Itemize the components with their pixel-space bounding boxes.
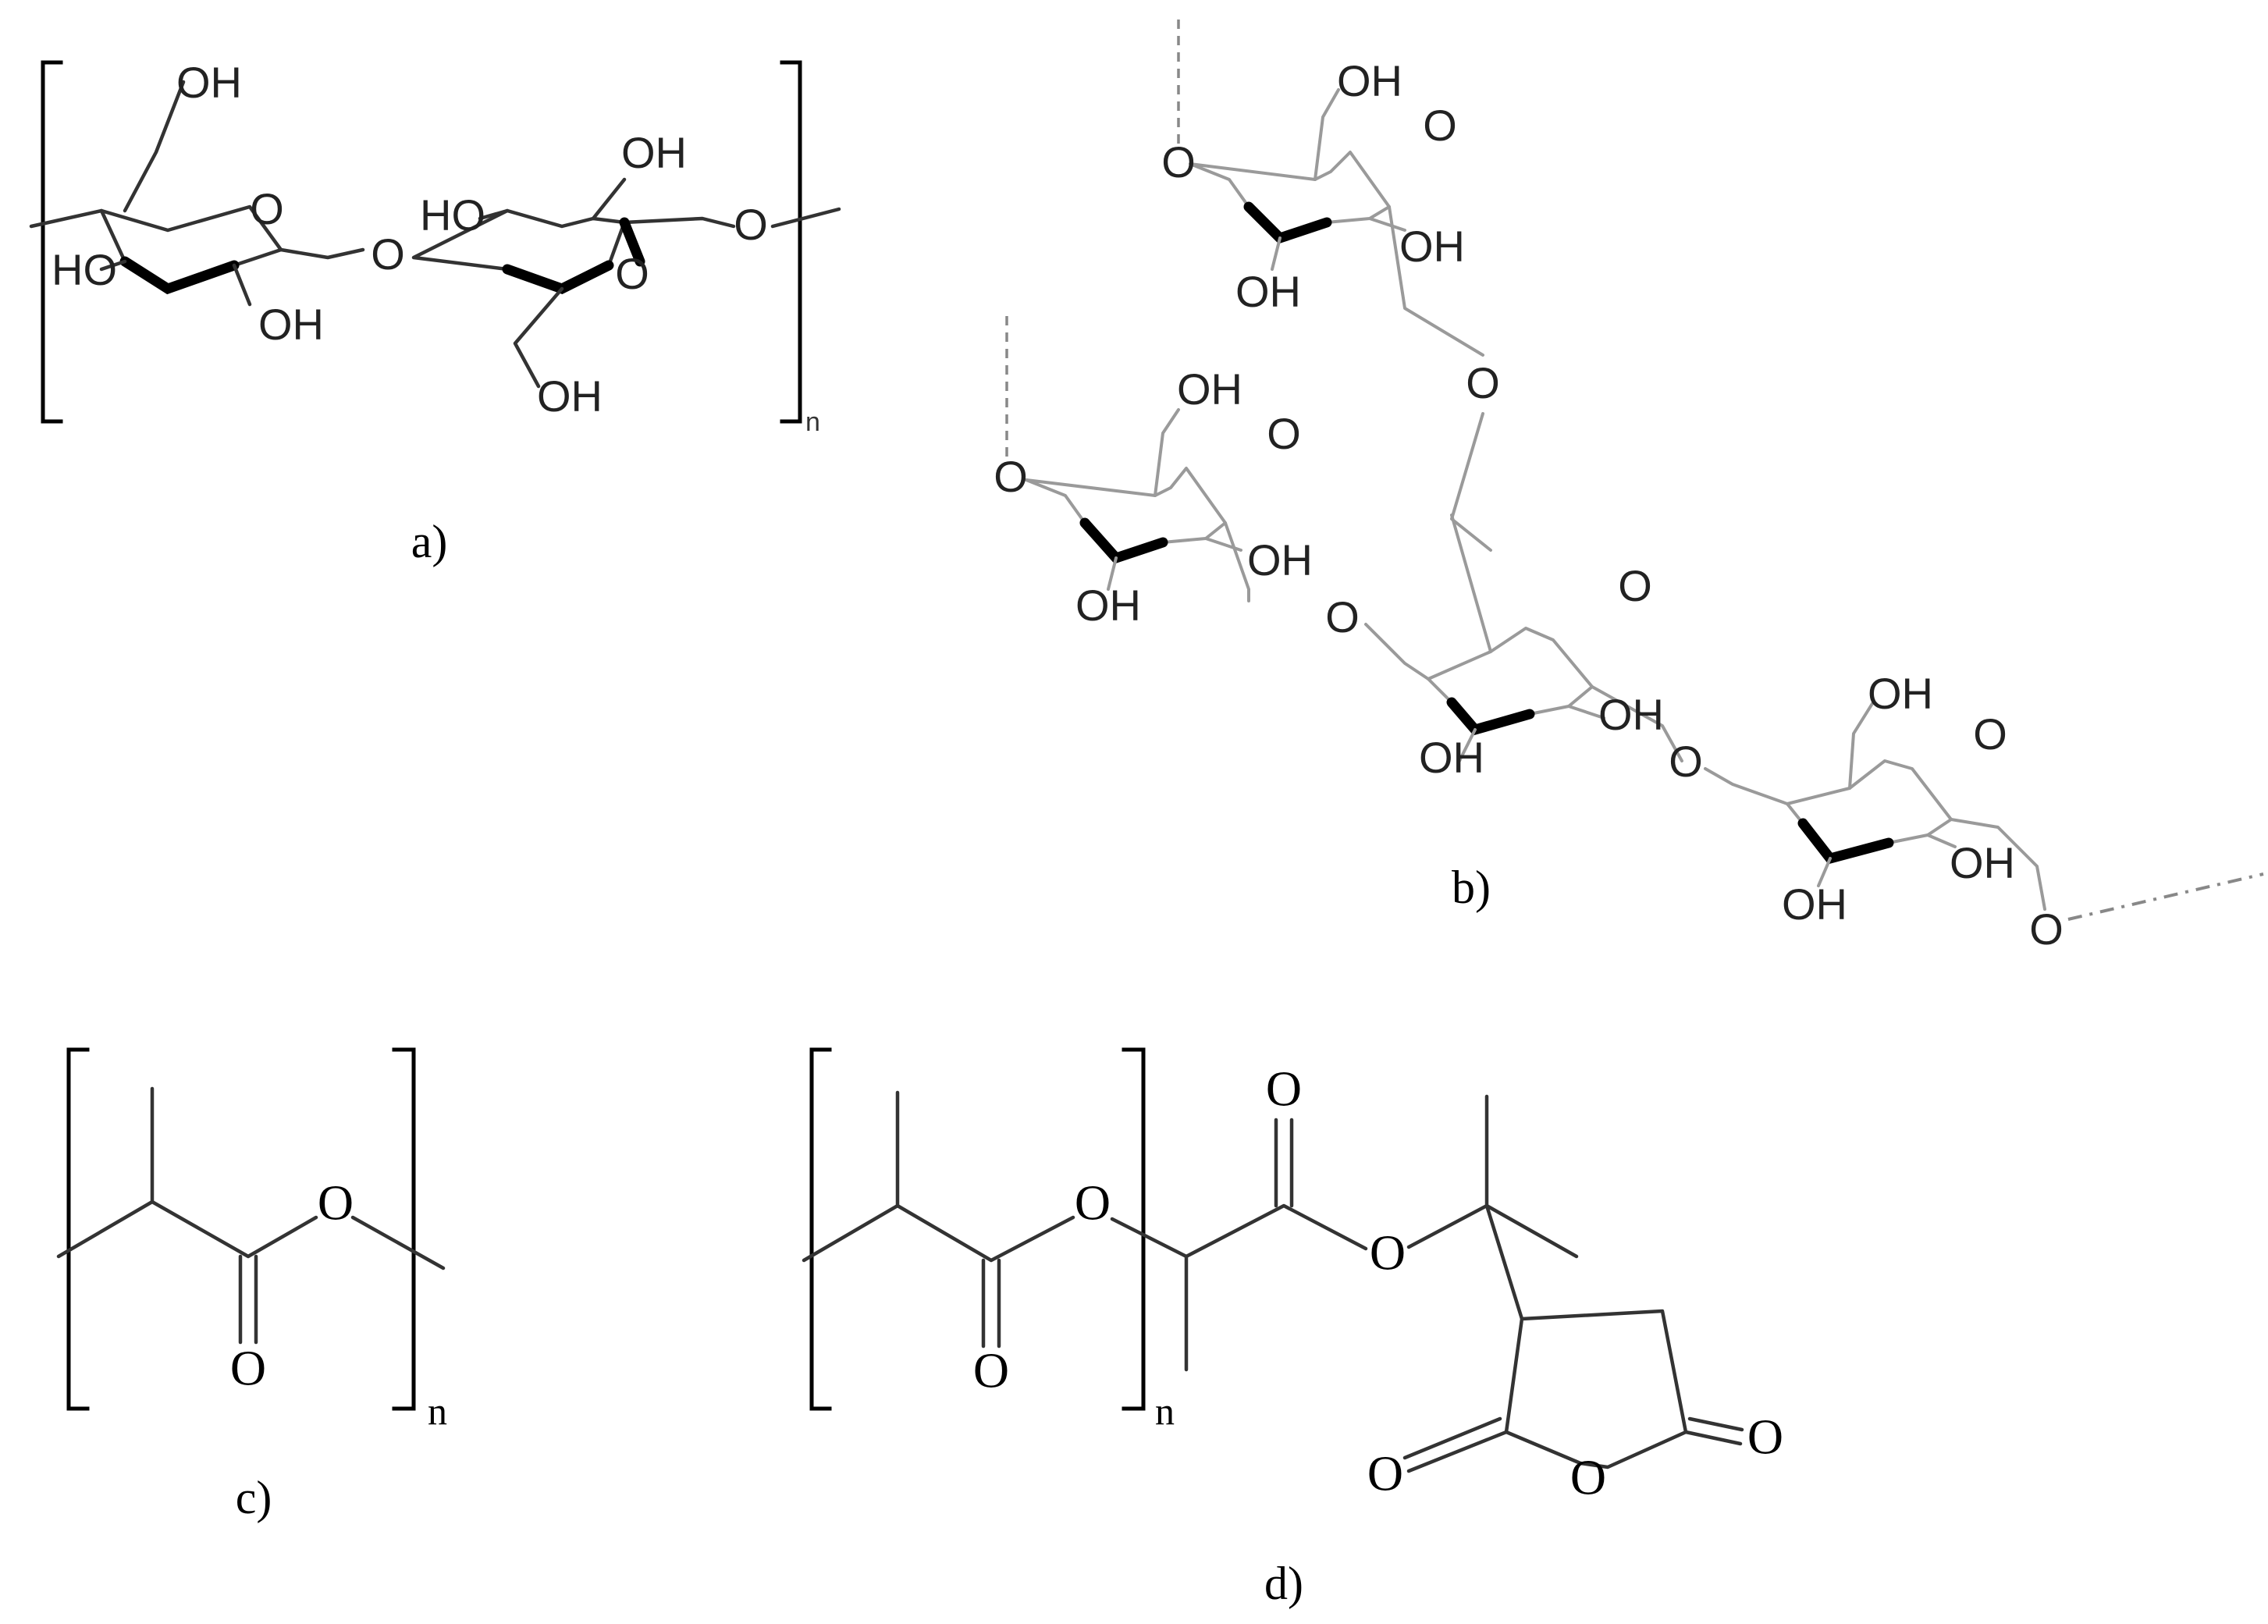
panel-b-left-oh: OH bbox=[1177, 364, 1242, 414]
panel-b-top-o-left: O bbox=[1161, 137, 1196, 187]
panel-a-oh-top: OH bbox=[176, 58, 242, 107]
panel-d-pla-g-ma: O O O O O O O n d) bbox=[802, 1047, 1783, 1609]
panel-c-carbonyl-o: O bbox=[230, 1341, 266, 1396]
panel-d-anhydride-o-left: O bbox=[1367, 1446, 1403, 1501]
panel-d-ester-o1: O bbox=[1075, 1175, 1111, 1231]
panel-b-starch: OH O O OH OH O OH O O OH OH O O OH OH O … bbox=[994, 20, 2264, 954]
panel-c-pla: O O n c) bbox=[56, 1047, 447, 1523]
panel-d-repeat-index: n bbox=[1155, 1389, 1175, 1433]
panel-a-ho-ring2: HO bbox=[420, 190, 485, 240]
panel-a-ring1-o: O bbox=[250, 184, 284, 233]
panel-d-left-bracket bbox=[809, 1047, 832, 1411]
panel-a-oh-bottom1: OH bbox=[258, 300, 324, 349]
panel-d-right-bracket bbox=[1122, 1047, 1146, 1411]
panel-b-right-oh-bot: OH bbox=[1782, 880, 1847, 929]
panel-b-right-end-o: O bbox=[2029, 904, 2064, 954]
panel-b-caption: b) bbox=[1452, 862, 1491, 913]
panel-b-top-oh-bot: OH bbox=[1235, 267, 1301, 316]
panel-d-carbonyl-o2: O bbox=[1266, 1061, 1302, 1117]
panel-b-top-oh-mid: OH bbox=[1399, 222, 1465, 271]
panel-b-right-oh-mid: OH bbox=[1950, 838, 2015, 887]
panel-b-center-ring-o: O bbox=[1618, 561, 1652, 610]
panel-c-right-bracket bbox=[392, 1047, 416, 1411]
panel-b-center-glyco-o: O bbox=[1669, 737, 1703, 786]
panel-c-ester-o: O bbox=[318, 1175, 354, 1231]
panel-b-top-ring-o: O bbox=[1423, 101, 1457, 150]
panel-d-anhydride-o-right: O bbox=[1747, 1409, 1783, 1465]
panel-c-caption: c) bbox=[236, 1472, 272, 1523]
panel-a-oh-bottom2: OH bbox=[537, 371, 603, 421]
panel-b-link-o: O bbox=[1466, 358, 1500, 407]
panel-a-ho-left: HO bbox=[52, 245, 117, 294]
panel-b-left-o: O bbox=[994, 452, 1028, 501]
panel-a-right-bracket bbox=[780, 60, 802, 424]
panel-b-left-oh-bot: OH bbox=[1075, 581, 1141, 630]
panel-b-left-glyco-o: O bbox=[1325, 592, 1360, 641]
panel-a-caption: a) bbox=[411, 516, 448, 567]
panel-d-carbonyl-o1: O bbox=[973, 1343, 1009, 1398]
panel-b-right-oh: OH bbox=[1868, 669, 1933, 718]
panel-b-left-oh-mid: OH bbox=[1247, 535, 1313, 585]
panel-b-left-ring-o: O bbox=[1267, 409, 1301, 458]
panel-a-repeat-index: n bbox=[805, 407, 820, 437]
panel-b-right-ring-o: O bbox=[1973, 709, 2007, 759]
panel-b-center-oh-mid: OH bbox=[1598, 690, 1664, 739]
panel-c-repeat-index: n bbox=[428, 1389, 447, 1433]
panel-b-top-oh: OH bbox=[1337, 56, 1402, 105]
panel-a-end-o: O bbox=[734, 200, 768, 249]
panel-a-left-bracket bbox=[41, 60, 63, 424]
panel-a-bridge-o: O bbox=[371, 229, 405, 279]
panel-d-caption: d) bbox=[1264, 1558, 1303, 1609]
panel-d-ester-o2: O bbox=[1370, 1225, 1406, 1281]
panel-a-cellulose: OH O HO OH O HO OH O OH O n a) bbox=[29, 58, 841, 567]
panel-b-center-oh-bot: OH bbox=[1419, 733, 1484, 782]
panel-a-oh-right: OH bbox=[621, 128, 687, 177]
panel-c-left-bracket bbox=[66, 1047, 90, 1411]
panel-d-anhydride-o-ring: O bbox=[1570, 1450, 1606, 1505]
panel-a-ring2-o: O bbox=[615, 249, 649, 298]
